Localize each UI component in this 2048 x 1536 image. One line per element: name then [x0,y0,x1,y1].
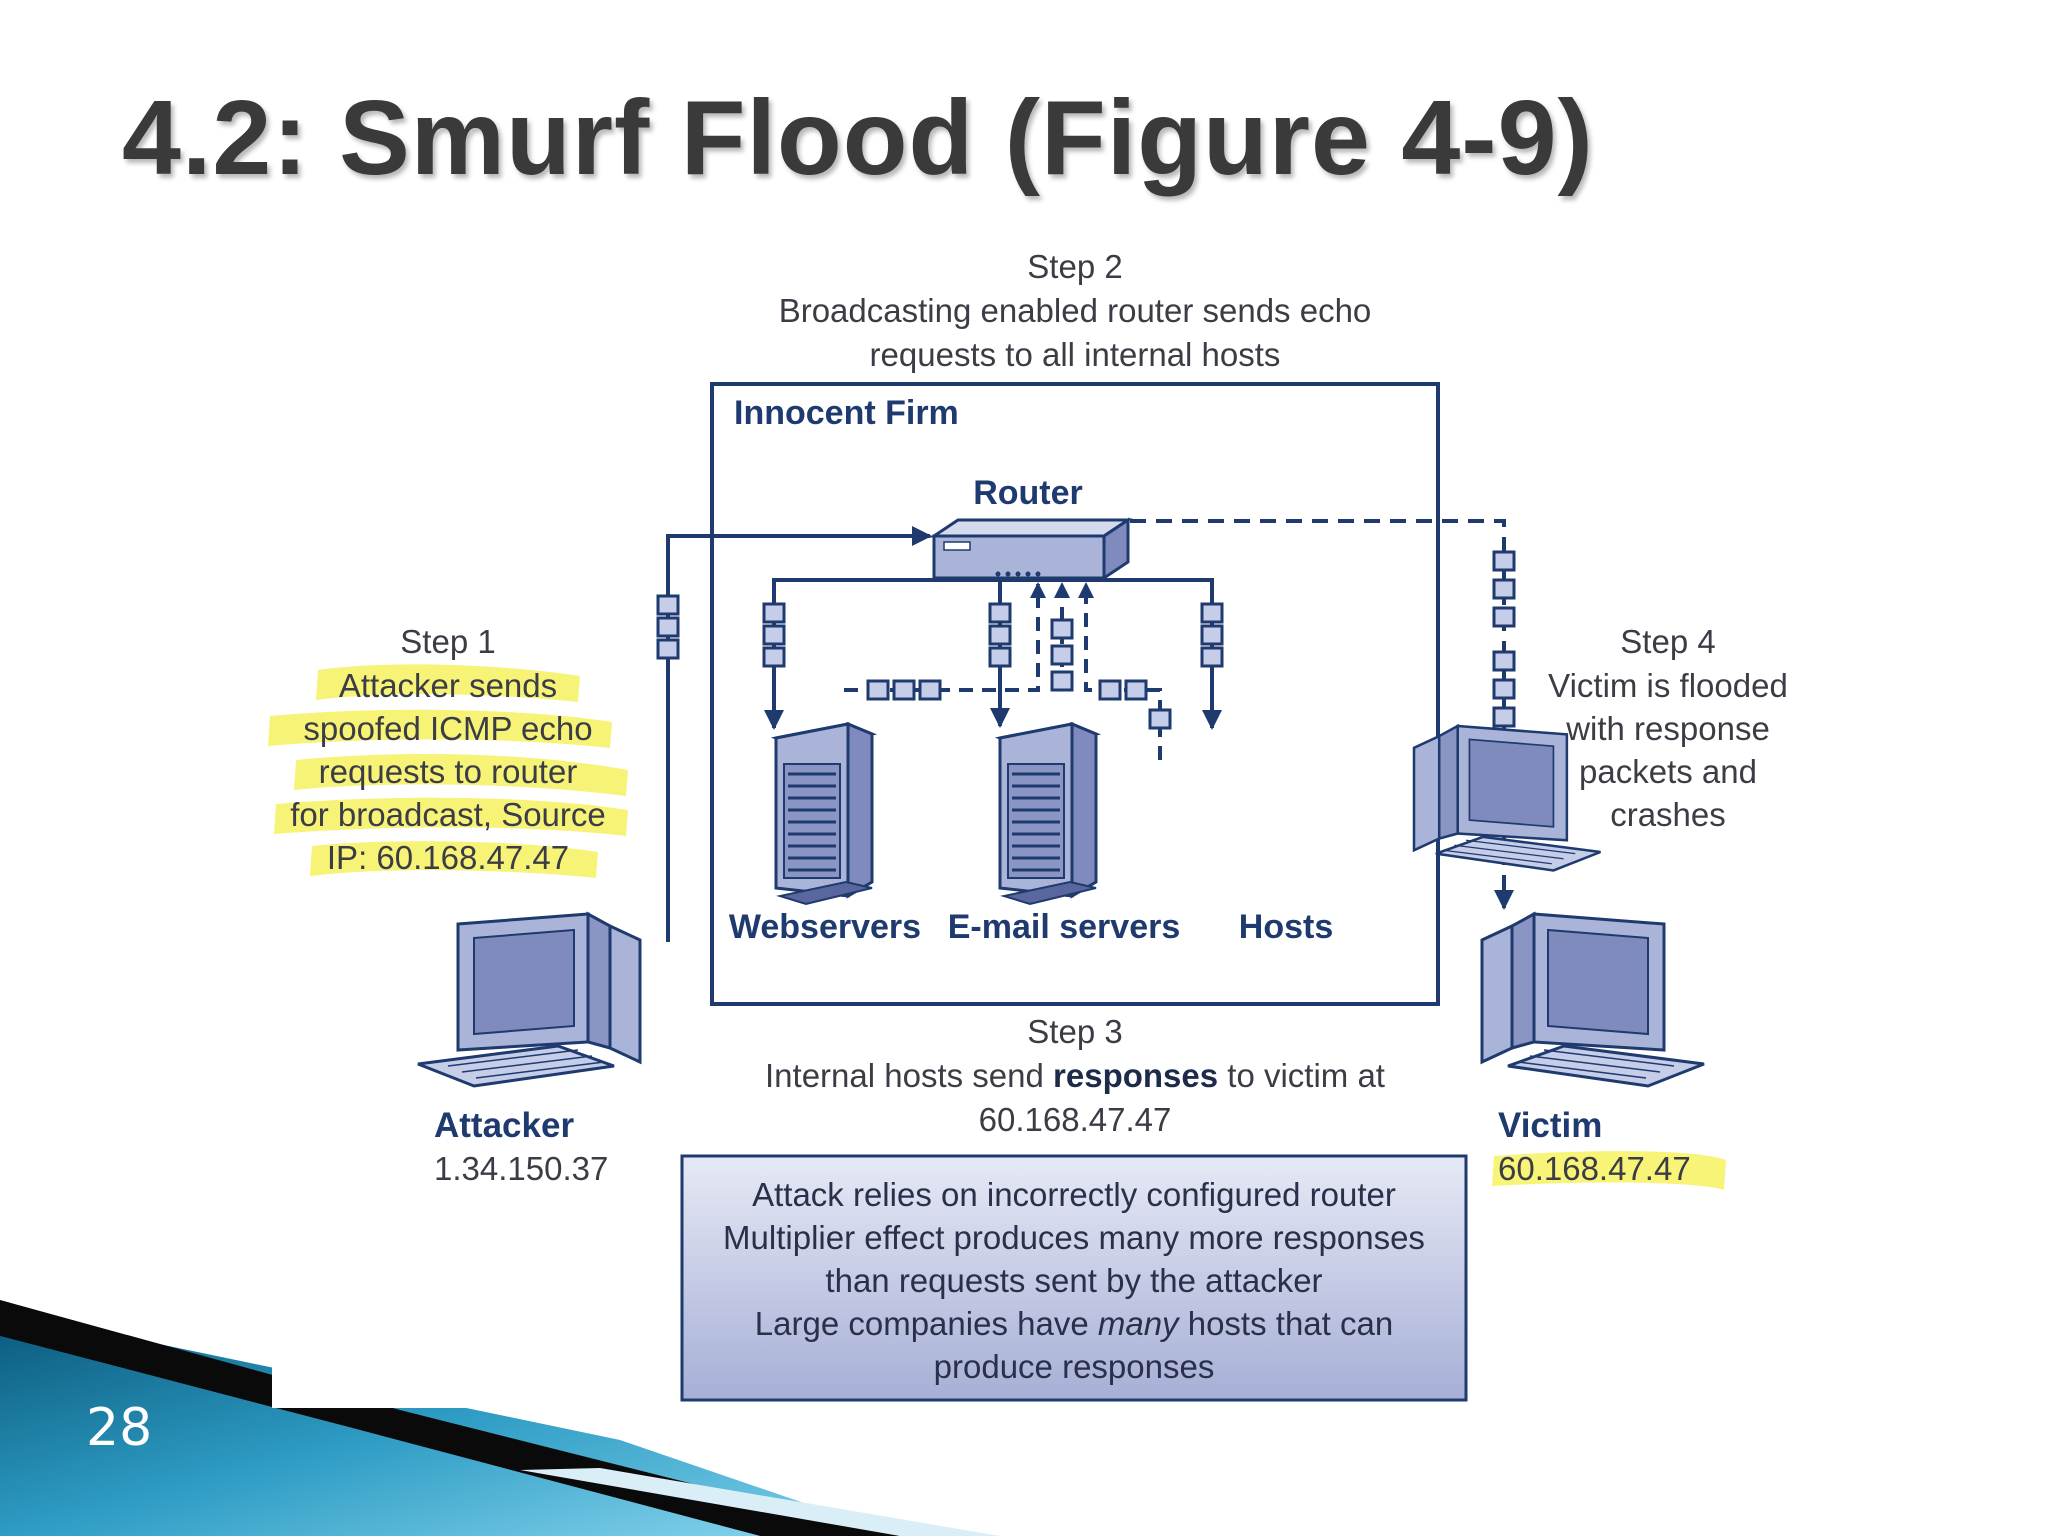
router-label: Router [973,474,1083,512]
step1-line2: spoofed ICMP echo [303,710,592,747]
step3-heading: Step 3 [1027,1013,1122,1050]
webservers-label: Webservers [729,908,921,946]
step4-line1: Victim is flooded [1548,667,1788,704]
summary-box [680,1154,1468,1402]
step1-line5: IP: 60.168.47.47 [327,839,569,876]
victim-ip: 60.168.47.47 [1498,1150,1691,1187]
step3-line1-bold: responses [1053,1057,1218,1094]
innocent-firm-label: Innocent Firm [734,394,959,432]
router-device [929,517,1133,581]
email-server-icon [998,722,1098,906]
step4-line4: crashes [1610,796,1726,833]
email-servers-label: E-mail servers [948,908,1181,946]
summary-line2: Multiplier effect produces many more res… [723,1219,1425,1256]
summary-line4: Large companies have many hosts that can [755,1305,1393,1342]
innocent-firm-box [710,382,1440,1006]
attacker-request-packets [656,594,680,660]
hosts-label: Hosts [1239,908,1333,946]
attacker-label: Attacker [434,1106,574,1145]
webserver-icon [774,722,874,906]
template-swoosh [0,1300,1000,1536]
step3-line2: 60.168.47.47 [979,1101,1172,1138]
summary-line3: than requests sent by the attacker [825,1262,1322,1299]
victim-label: Victim [1498,1106,1602,1145]
summary-line5: produce responses [934,1348,1215,1385]
step3-line1-end: to victim at [1218,1057,1385,1094]
response-arrowheads [1030,582,1094,598]
step1-line4: for broadcast, Source [290,796,606,833]
response-packets [866,618,1172,730]
summary-line4-italic: many [1098,1305,1181,1342]
step2-line2: requests to all internal hosts [870,336,1281,373]
broadcast-packets [762,602,1224,668]
step4-line3: packets and [1579,753,1757,790]
step2-heading: Step 2 [1027,248,1122,285]
attacker-ip: 1.34.150.37 [434,1150,608,1187]
attacker-to-router-path [666,526,932,942]
step1-line1: Attacker sends [339,667,557,704]
summary-line4-end: hosts that can [1179,1305,1394,1342]
step3-line1-start: Internal hosts send [765,1057,1053,1094]
slide-number: 28 [86,1398,153,1458]
step1-line3: requests to router [319,753,578,790]
step3-line1: Internal hosts send responses to victim … [765,1057,1385,1094]
summary-line1: Attack relies on incorrectly configured … [752,1176,1396,1213]
step4-heading: Step 4 [1620,623,1715,660]
highlighter-marks [268,664,1726,1190]
step4-line2: with response [1565,710,1770,747]
summary-line4-start: Large companies have [755,1305,1098,1342]
slide-title: 4.2: Smurf Flood (Figure 4-9) [122,79,1594,197]
step1-heading: Step 1 [400,623,495,660]
step2-line1: Broadcasting enabled router sends echo [779,292,1372,329]
